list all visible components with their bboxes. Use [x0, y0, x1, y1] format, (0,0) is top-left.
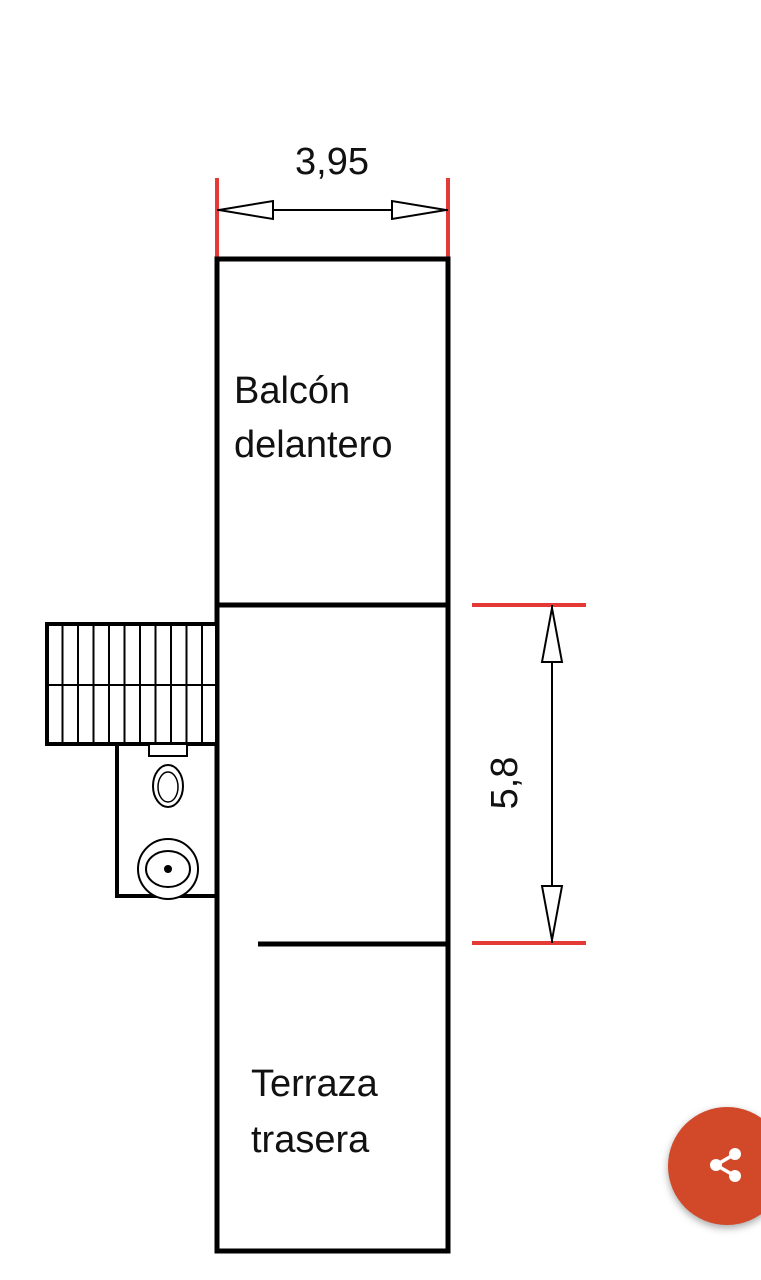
front-balcony-label-line-2: delantero [234, 424, 392, 466]
length-dimension: 5,8 [472, 603, 586, 945]
share-icon [710, 1148, 741, 1182]
bathroom [115, 743, 217, 900]
staircase [45, 622, 219, 746]
shower-drain-icon [137, 838, 199, 900]
front-balcony-label: Balcón delantero [234, 370, 392, 466]
front-balcony-label-line-1: Balcón [234, 370, 350, 412]
stair-treads [61, 624, 203, 744]
width-dimension-right-arrow [391, 199, 447, 221]
back-terrace-label-line-2: trasera [251, 1119, 370, 1161]
share-button[interactable] [668, 1107, 761, 1225]
width-dimension-left-arrow [218, 199, 274, 221]
length-dimension-value: 5,8 [484, 757, 526, 810]
bathroom-wall [115, 744, 217, 898]
length-dimension-bottom-arrow [540, 885, 564, 941]
toilet-icon [148, 743, 188, 808]
length-dimension-top-arrow [540, 607, 564, 663]
width-dimension-value: 3,95 [295, 141, 369, 183]
back-terrace-label: Terraza trasera [251, 1063, 388, 1161]
back-terrace-label-line-1: Terraza [251, 1063, 379, 1105]
building-outline [214, 256, 451, 1254]
width-dimension: 3,95 [215, 141, 450, 258]
main-outline [214, 256, 451, 1254]
